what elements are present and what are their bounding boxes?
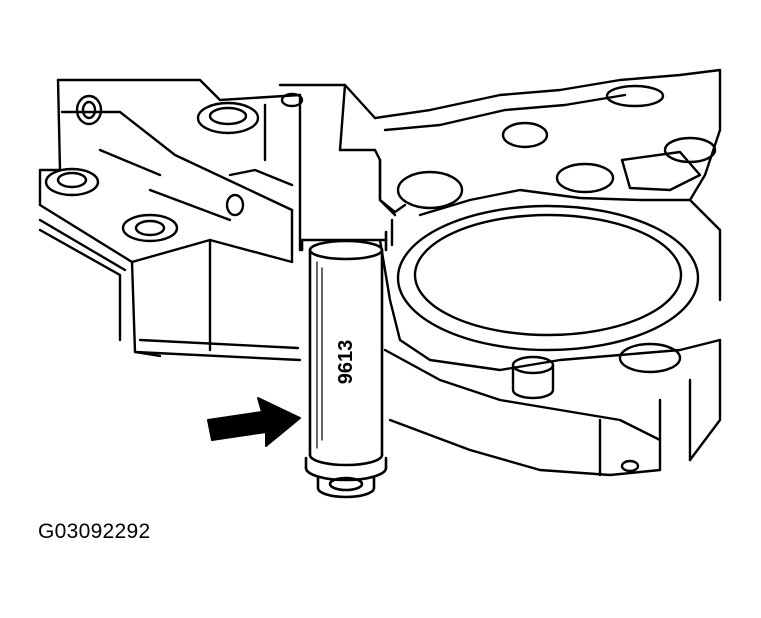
oil-port xyxy=(618,342,682,374)
oil-port xyxy=(620,150,702,192)
tool-number-label: 9613 xyxy=(335,340,357,385)
oil-port xyxy=(663,136,717,164)
oil-port xyxy=(555,162,615,194)
tool-bracket xyxy=(298,93,407,252)
bolt-head xyxy=(75,94,103,126)
oil-port xyxy=(396,170,464,210)
special-tool xyxy=(300,230,388,499)
dowel-pin xyxy=(511,355,555,400)
bolt-head xyxy=(280,92,304,108)
tool-shading xyxy=(316,261,323,449)
bolt-head xyxy=(121,213,179,243)
arrow-right-icon xyxy=(207,397,301,447)
engine-block-casting xyxy=(38,78,377,362)
oil-port xyxy=(501,121,549,149)
dowel-pin xyxy=(620,459,640,473)
gasket-surface xyxy=(373,68,722,477)
cylinder-bore xyxy=(396,204,700,352)
bolt-head xyxy=(44,167,100,197)
bolt-head xyxy=(196,101,260,135)
oil-port xyxy=(605,84,665,108)
bolt-head xyxy=(225,193,245,217)
figure-id: G03092292 xyxy=(38,520,151,543)
